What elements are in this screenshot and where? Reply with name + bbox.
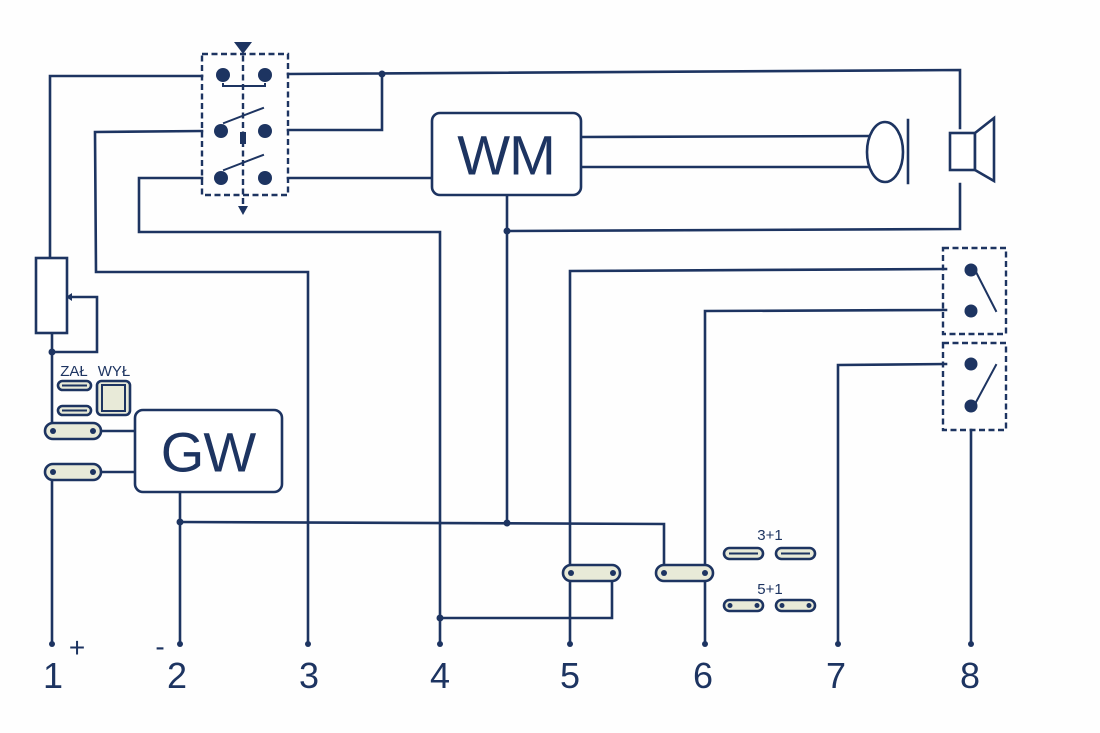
bottom-jumpers [561,563,715,583]
svg-text:7: 7 [826,655,846,696]
terminal-4: 4 [430,641,450,696]
terminal-3: 3 [299,641,319,696]
wm-box [430,111,583,197]
wire-relay-mid-left-to-t3 [93,129,310,644]
wire-t5-to-switch-upper [568,267,948,644]
terminal-2: 2 - [155,631,187,696]
terminal-8: 8 [960,641,980,696]
wire-relay-bottom-left [137,176,442,644]
terminal-5: 5 [560,641,580,696]
mode-jumpers: 3+1 5+1 [722,527,817,613]
speaker-icon [948,115,996,184]
gw-label: GW [161,421,257,484]
svg-text:2: 2 [167,655,187,696]
wire-t6-to-switch-upper-bottom [703,308,948,644]
power-jumpers [43,421,103,482]
junction-dot [48,348,56,356]
switch-contact-icon-lower [941,341,1008,432]
wm-block: WM [430,111,583,197]
minus-sign: - [155,631,164,662]
jumper-5-1-right[interactable] [774,598,817,613]
svg-text:5: 5 [560,655,580,696]
jumper-zal-wyl: ZAŁ WYŁ [56,363,132,417]
jumper-power-lower[interactable] [43,462,103,482]
jumper-5-1-left[interactable] [722,598,765,613]
label-mode-5-1: 5+1 [757,581,782,598]
wire-speaker-to-bus [505,182,962,233]
terminals: 1 + 2 - 3 4 5 6 7 8 [43,631,980,696]
svg-text:3: 3 [299,655,319,696]
wire-pot-wiper [50,295,99,354]
switch-contact-icon-upper [941,246,1008,336]
terminal-7: 7 [826,641,846,696]
wire-relay-top-to-speaker [286,68,962,130]
label-zal: ZAŁ [60,363,88,380]
svg-text:1: 1 [43,655,63,696]
wire-relay-mid-right [286,72,384,132]
junctions [48,70,511,622]
gw-block: GW [133,408,284,494]
jumper-power-upper[interactable] [43,421,103,441]
junction-dot [176,518,184,526]
gw-box [133,408,284,494]
label-wyl: WYŁ [98,363,131,380]
junction-dot [503,519,511,527]
microphone-icon [865,118,910,185]
jumper-wyl[interactable] [95,379,132,417]
junction-dot [436,614,444,622]
wire-t4-to-jumper5 [438,571,614,620]
wire-wm-to-mic-upper [578,134,872,139]
wire-bus-horizontal [178,520,666,572]
junction-dot [503,227,511,235]
relay-contacts-icon [200,42,290,215]
svg-text:8: 8 [960,655,980,696]
plus-sign: + [69,632,85,663]
wire-pot-to-relay-top [48,74,204,260]
wires [48,68,973,644]
terminal-1: 1 + [43,632,85,696]
terminal-6: 6 [693,641,713,696]
junction-dot [378,70,386,78]
svg-text:4: 4 [430,655,450,696]
svg-text:6: 6 [693,655,713,696]
wm-label: WM [457,124,555,187]
wire-t7-to-switch-lower [836,362,948,644]
jumper-terminal-6[interactable] [654,563,715,583]
potentiometer-icon [34,256,72,335]
jumper-terminal-5[interactable] [561,563,622,583]
label-mode-3-1: 3+1 [757,527,782,544]
